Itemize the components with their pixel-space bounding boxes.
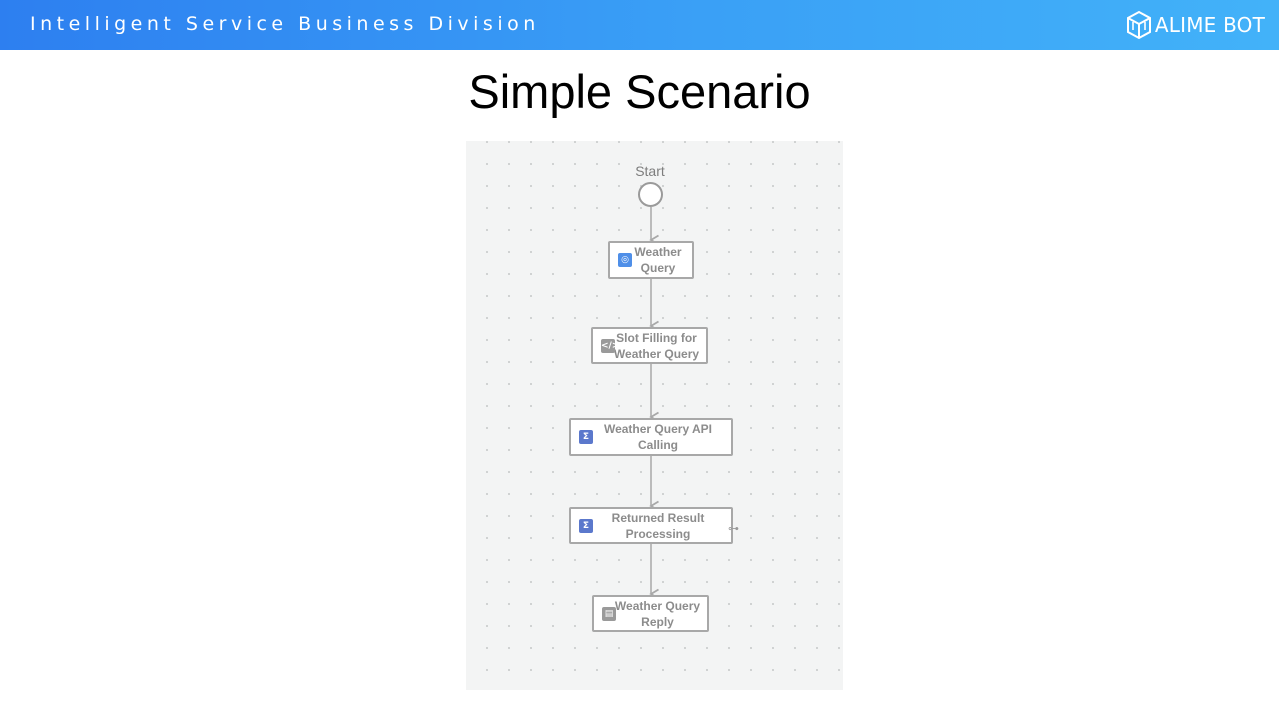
sigma-function-icon: Σ [579, 430, 593, 444]
node-label: Weather Query Reply [614, 598, 701, 629]
code-icon: </> [601, 338, 620, 353]
flow-edges [649, 207, 659, 600]
node-weather-reply[interactable]: ▤ Weather Query Reply [592, 595, 709, 632]
cube-logo-icon [1126, 10, 1151, 40]
connector-handle-icon[interactable]: ⊶ [728, 523, 739, 535]
node-api-calling[interactable]: Σ Weather Query API Calling [569, 418, 733, 456]
node-result-processing[interactable]: Σ Returned Result Processing [569, 507, 733, 544]
node-slot-filling[interactable]: </> Slot Filling for Weather Query [591, 327, 708, 364]
brand-logo: ALIME BOT [1126, 10, 1265, 40]
top-banner: Intelligent Service Business Division AL… [0, 0, 1279, 50]
node-label: Returned Result Processing [611, 510, 705, 541]
flow-canvas[interactable]: Start ◎ Weather Query </> Slot Filling f… [466, 141, 843, 690]
start-node[interactable] [638, 182, 663, 207]
sigma-function-icon: Σ [579, 518, 593, 533]
node-label: Slot Filling for Weather Query [613, 330, 700, 361]
slide-title: Simple Scenario [468, 65, 811, 118]
node-weather-query[interactable]: ◎ Weather Query [608, 241, 694, 279]
brand-name: ALIME BOT [1154, 13, 1265, 37]
start-label: Start [635, 163, 665, 179]
division-title: Intelligent Service Business Division [30, 13, 540, 35]
node-label: Weather Query API Calling [603, 422, 713, 452]
reply-icon: ▤ [602, 606, 616, 621]
intent-icon: ◎ [618, 253, 632, 267]
node-label: Weather Query [634, 245, 682, 275]
